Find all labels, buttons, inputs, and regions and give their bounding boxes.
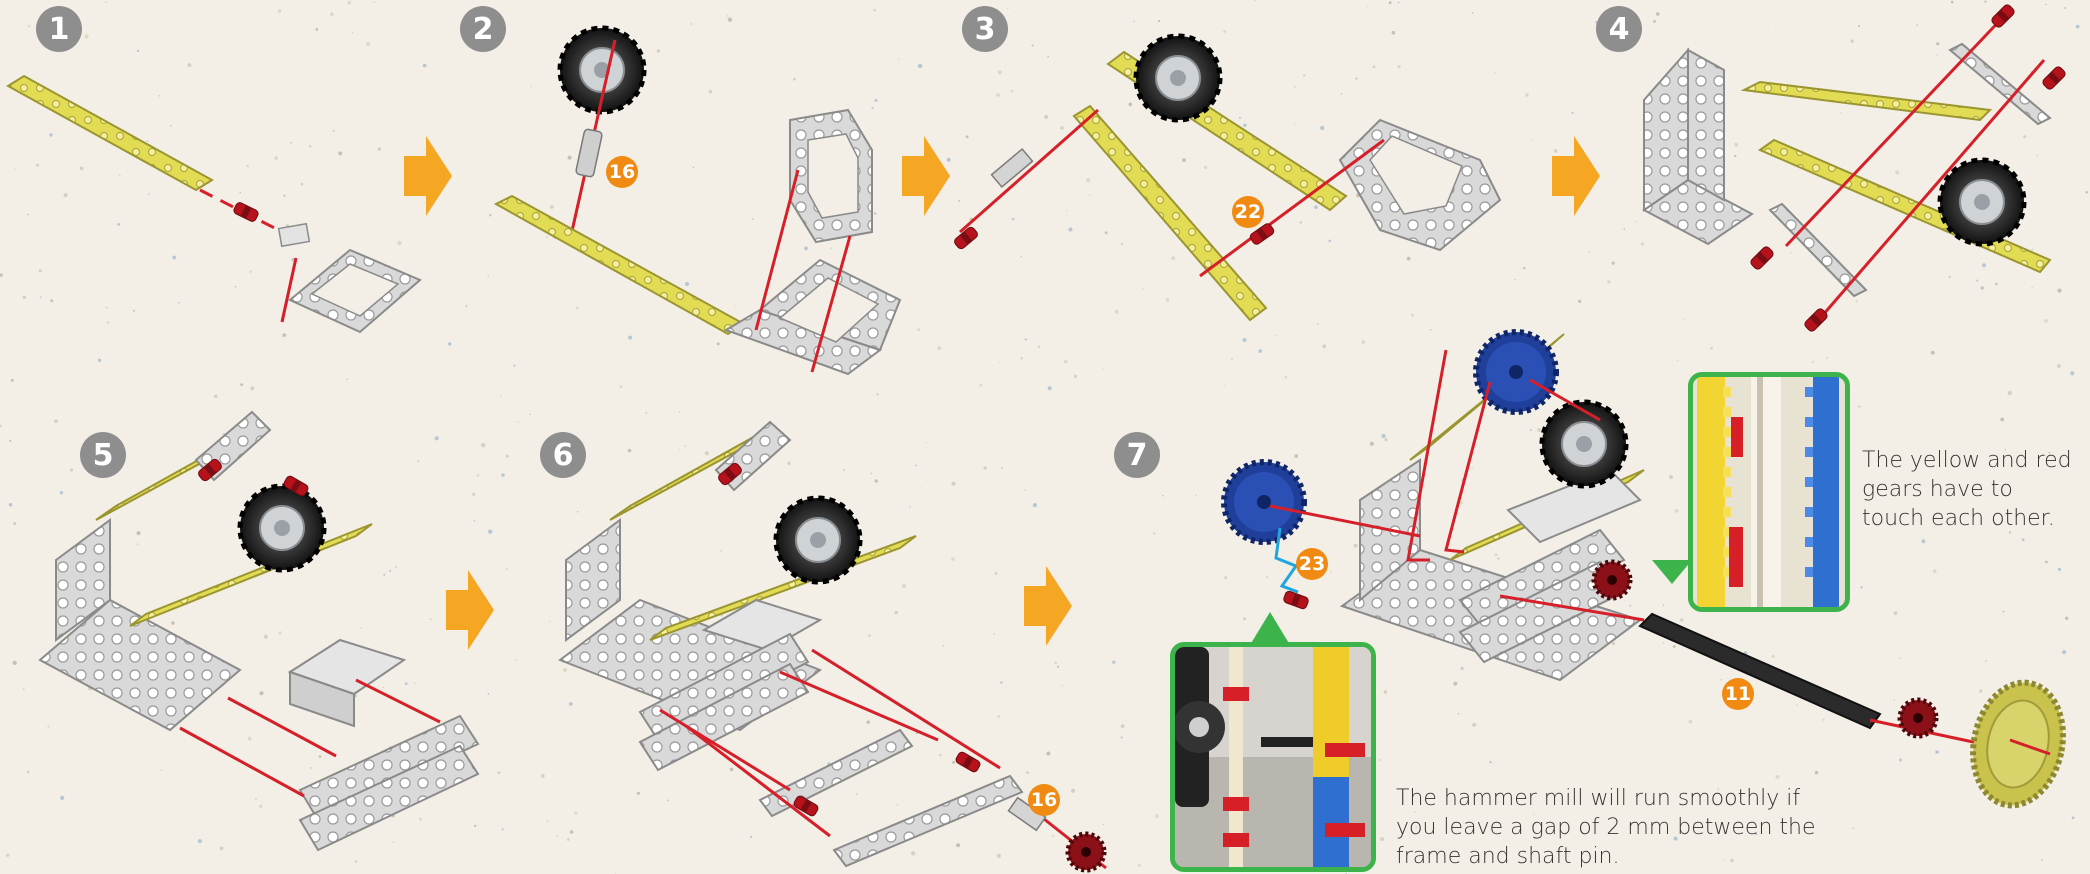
step-number-1: 1 [36,6,82,52]
gap-detail-photo [1175,647,1371,867]
step3-assembly [953,36,1500,320]
part-badge-step3: 22 [1232,196,1264,228]
step2-assembly [496,28,900,374]
part-badge-step7-pin: 23 [1296,548,1328,580]
gear-touch-note: The yellow and red gears have to touch e… [1862,446,2074,533]
step-number-3: 3 [962,6,1008,52]
step6-assembly [560,422,1106,870]
part-badge-step6: 16 [1028,784,1060,816]
gap-note: The hammer mill will run smoothly if you… [1396,784,1836,871]
step-arrow-icon [902,136,950,216]
gear-detail-inset [1688,372,1850,612]
part-badge-step7-axle: 11 [1722,678,1754,710]
gear-detail-photo [1693,377,1845,607]
gap-detail-inset [1170,642,1376,872]
step-arrow-icon [1024,566,1072,646]
step-number-4: 4 [1596,6,1642,52]
step-number-6: 6 [540,432,586,478]
step-number-2: 2 [460,6,506,52]
part-badge-step2: 16 [606,156,638,188]
step1-assembly [8,76,420,332]
step-arrow-icon [446,570,494,650]
step-arrow-icon [1552,136,1600,216]
step-number-5: 5 [80,432,126,478]
step-number-7: 7 [1114,432,1160,478]
step4-assembly [1644,3,2067,332]
step-arrow-icon [404,136,452,216]
